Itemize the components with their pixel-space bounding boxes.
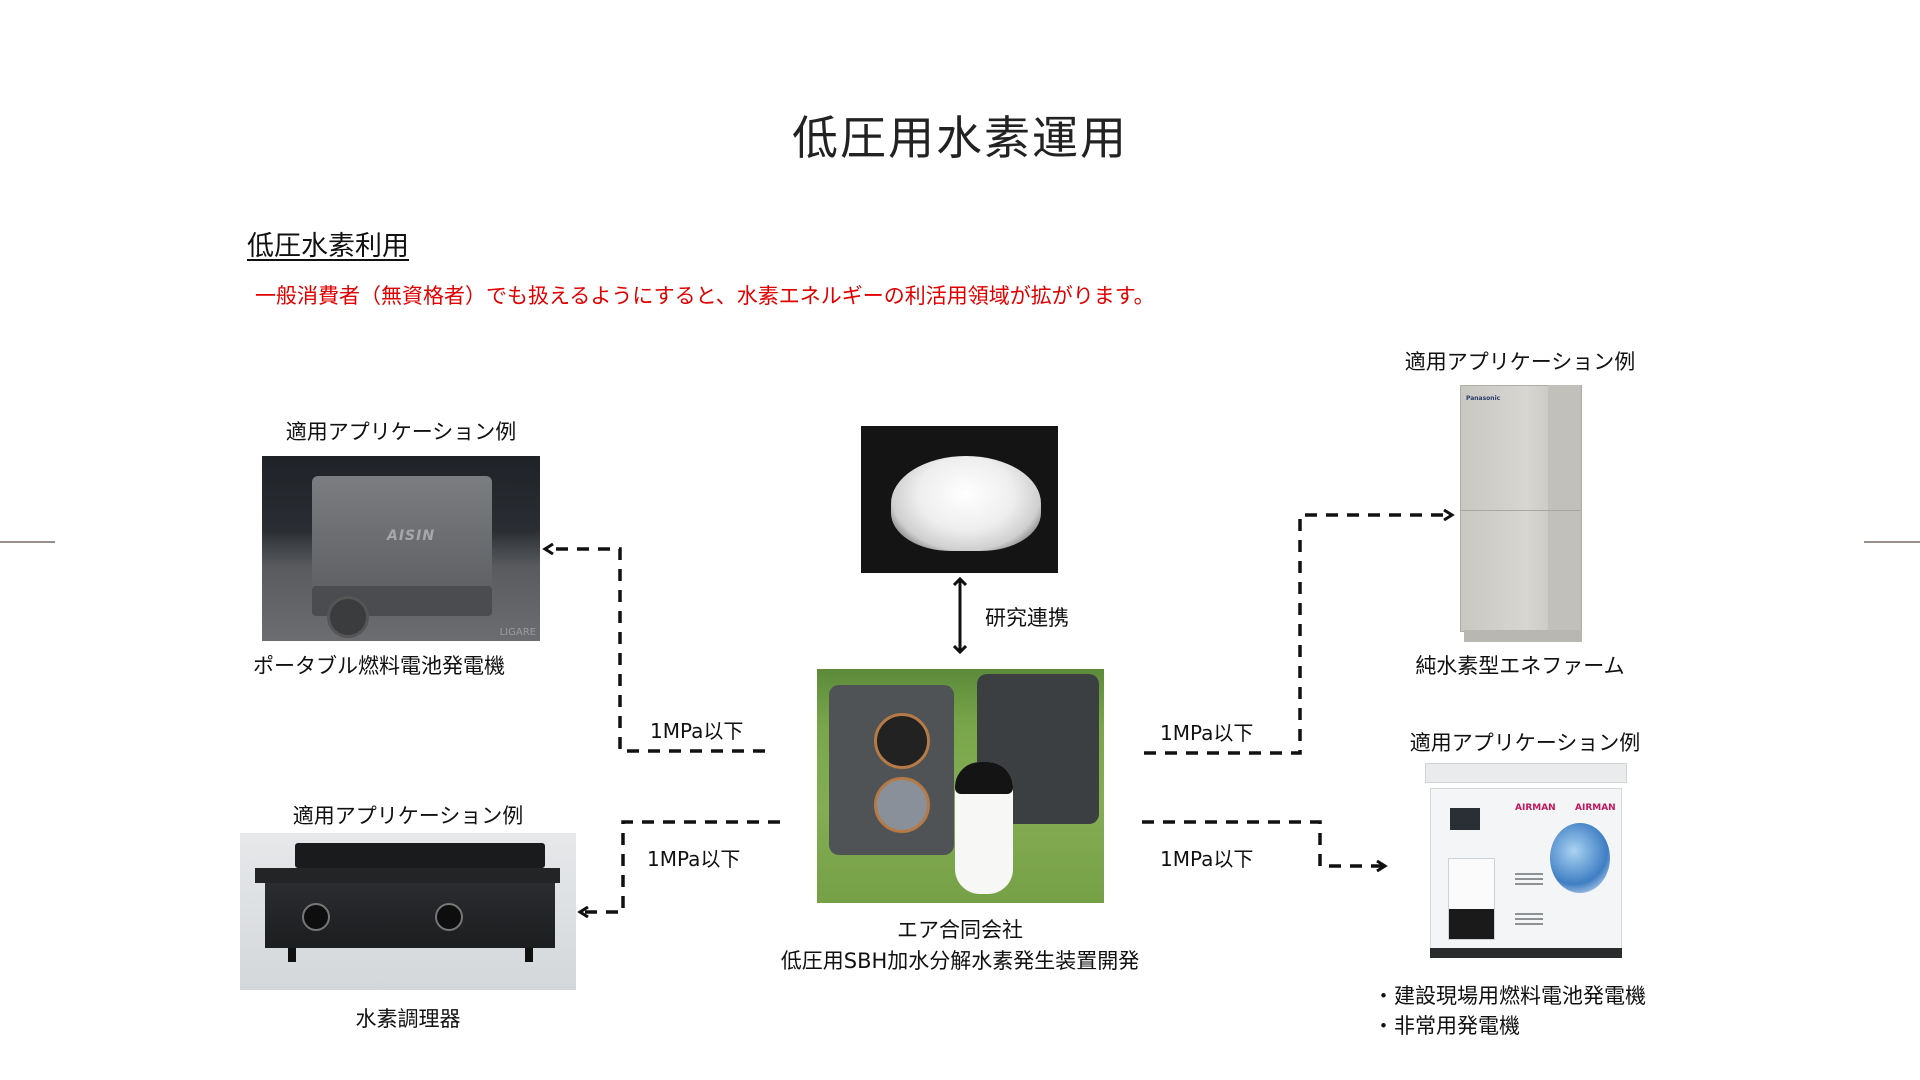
construction-caption-1: ・建設現場用燃料電池発電機: [1373, 984, 1646, 1008]
hydrogen-generator-image: [817, 669, 1104, 903]
airman-logo-side: AIRMAN: [1575, 803, 1616, 813]
sbh-powder-image: [861, 426, 1058, 573]
pressure-label-construction: 1MPa以下: [1160, 847, 1254, 871]
construction-generator-image: AIRMAN AIRMAN: [1420, 763, 1630, 962]
construction-caption-2: ・非常用発電機: [1373, 1014, 1520, 1038]
aisin-logo: AISIN: [387, 528, 436, 544]
panasonic-logo: Panasonic: [1466, 395, 1501, 402]
cooker-caption: 水素調理器: [355, 1007, 461, 1031]
enefarm-caption: 純水素型エネファーム: [1415, 654, 1625, 678]
company-name: エア合同会社: [897, 918, 1023, 942]
portable-fc-caption: ポータブル燃料電池発電機: [253, 654, 505, 678]
section-heading: 低圧水素利用: [247, 231, 409, 262]
pressure-label-cooker: 1MPa以下: [647, 847, 741, 871]
lead-text: 一般消費者（無資格者）でも扱えるようにすると、水素エネルギーの利活用領域が拡がり…: [255, 284, 1155, 308]
hydrogen-cooker-image: [240, 833, 576, 990]
project-name: 低圧用SBH加水分解水素発生装置開発: [780, 949, 1140, 973]
left-divider: [0, 541, 55, 543]
research-link-label: 研究連携: [985, 606, 1069, 630]
pressure-label-enefarm: 1MPa以下: [1160, 721, 1254, 745]
image-credit: LIGARE: [499, 627, 536, 638]
right-divider: [1864, 541, 1920, 543]
enefarm-image: Panasonic: [1460, 385, 1590, 645]
slide-title: 低圧用水素運用: [792, 111, 1128, 165]
construction-header: 適用アプリケーション例: [1409, 731, 1641, 755]
cooker-header: 適用アプリケーション例: [292, 804, 524, 828]
airman-logo: AIRMAN: [1515, 803, 1556, 813]
portable-fc-header: 適用アプリケーション例: [285, 420, 517, 444]
pressure-label-portable-fc: 1MPa以下: [650, 719, 744, 743]
portable-fc-image: AISIN LIGARE: [262, 456, 540, 641]
enefarm-header: 適用アプリケーション例: [1404, 350, 1636, 374]
